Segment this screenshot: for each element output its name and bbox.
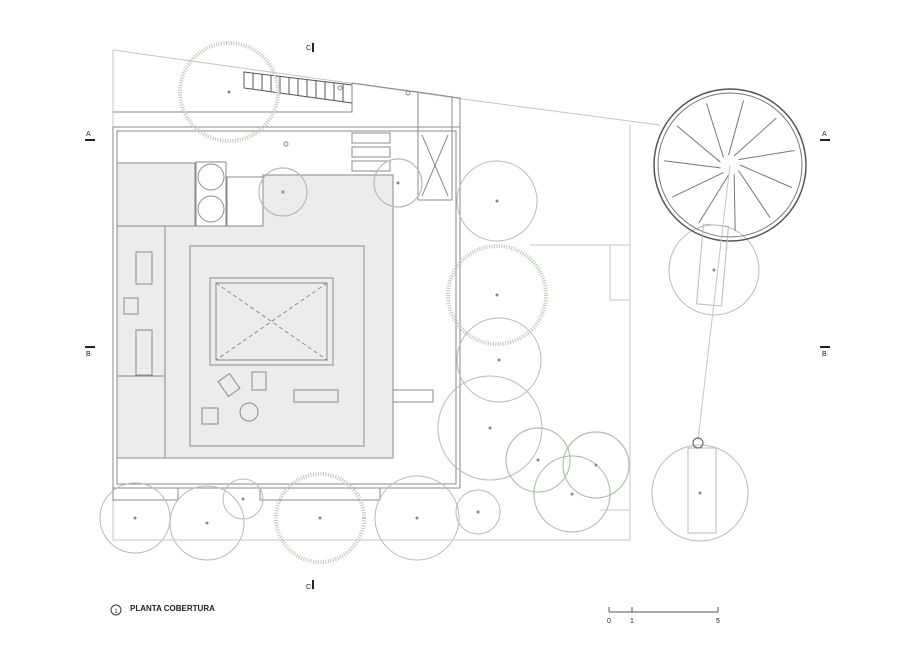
- tree-center: [497, 358, 501, 362]
- large-tree-inner: [657, 92, 803, 238]
- tree: [533, 455, 611, 533]
- tree-center: [495, 199, 499, 203]
- tree-center: [241, 497, 245, 501]
- tree: [178, 41, 280, 143]
- section-mark-b-right: B: [822, 351, 827, 358]
- tree-center: [698, 491, 702, 495]
- tree-center: [594, 463, 598, 467]
- tree: [456, 317, 542, 403]
- tree-center: [495, 293, 499, 297]
- tree-center: [570, 492, 574, 496]
- section-mark-a-right: A: [822, 131, 827, 138]
- tree-center: [396, 181, 400, 185]
- house-roof: [112, 126, 461, 501]
- tree: [373, 158, 423, 208]
- tree: [446, 244, 548, 346]
- tree-center: [536, 458, 540, 462]
- tree: [505, 427, 571, 493]
- tree-center: [318, 516, 322, 520]
- tree: [651, 444, 749, 542]
- trees: [99, 41, 807, 564]
- tree-center: [133, 516, 137, 520]
- tree-branch: [672, 172, 724, 198]
- tree-branch: [738, 150, 795, 161]
- tree: [222, 478, 264, 520]
- tree: [562, 431, 630, 499]
- tree-branch: [676, 125, 721, 163]
- tree-branch: [739, 164, 793, 189]
- section-marks: A A B B C C: [85, 43, 830, 591]
- tree-center: [488, 426, 492, 430]
- tree-branch: [664, 160, 721, 169]
- tree-branch: [698, 174, 730, 224]
- tree-branch: [733, 117, 777, 157]
- tree-center: [476, 510, 480, 514]
- tree: [258, 167, 308, 217]
- tree-center: [205, 521, 209, 525]
- section-mark-b-left: B: [86, 351, 91, 358]
- tree-center: [281, 190, 285, 194]
- tree: [455, 489, 501, 535]
- scale-label-0: 0: [607, 618, 611, 625]
- tree-branch: [706, 103, 724, 158]
- tree: [374, 475, 460, 561]
- tree-center: [415, 516, 419, 520]
- tree-center: [227, 90, 231, 94]
- tree: [456, 160, 538, 242]
- section-mark-c-top: C: [306, 45, 311, 52]
- large-tree: [653, 88, 807, 242]
- drawing-title: PLANTA COBERTURA: [130, 604, 215, 613]
- scale-label-1: 1: [630, 618, 634, 625]
- section-mark-c-bottom: C: [306, 584, 311, 591]
- tree-branch: [737, 170, 771, 218]
- view-number: 1: [114, 609, 118, 615]
- section-mark-a-left: A: [86, 131, 91, 138]
- scale-bar: 0 1 5: [607, 607, 720, 625]
- tree: [169, 485, 245, 561]
- exterior-stair: [113, 71, 461, 200]
- tree-center: [712, 268, 716, 272]
- tree-branch: [728, 100, 745, 156]
- tree-branch: [733, 174, 736, 231]
- scale-label-5: 5: [716, 618, 720, 625]
- tree: [274, 472, 366, 564]
- drawing-title-block: 1 PLANTA COBERTURA: [110, 604, 215, 616]
